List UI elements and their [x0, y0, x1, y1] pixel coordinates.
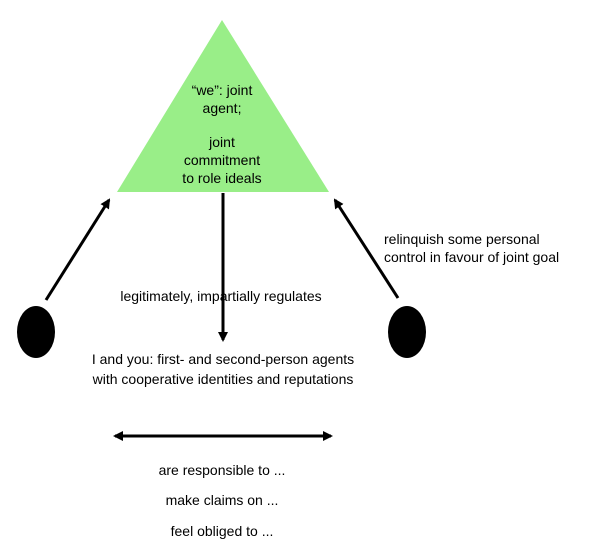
left-agent-to-we-arrow — [44, 198, 111, 301]
relinquish-label-line2: control in favour of joint goal — [384, 249, 560, 265]
triangle-label-line5: to role ideals — [182, 170, 262, 186]
agents-label-line1: I and you: first- and second-person agen… — [91, 351, 355, 367]
right-agent-node — [388, 306, 426, 358]
left-agent-node — [17, 306, 55, 358]
regulates-label: legitimately, impartially regulates — [120, 288, 322, 304]
relation-obliged: feel obliged to ... — [170, 523, 274, 539]
triangle-label-line3: joint — [209, 134, 235, 150]
relinquish-label-line1: relinquish some personal — [384, 231, 540, 247]
agents-label-line2: with cooperative identities and reputati… — [92, 371, 354, 387]
triangle-label-line2: agent; — [202, 100, 242, 116]
relation-responsible: are responsible to ... — [158, 462, 286, 478]
right-agent-to-we-arrow — [333, 198, 400, 299]
triangle-label-line1: “we”: joint — [191, 82, 253, 98]
triangle-label-line4: commitment — [183, 152, 261, 168]
joint-agent-triangle — [117, 20, 329, 192]
relation-claims: make claims on ... — [165, 492, 279, 508]
